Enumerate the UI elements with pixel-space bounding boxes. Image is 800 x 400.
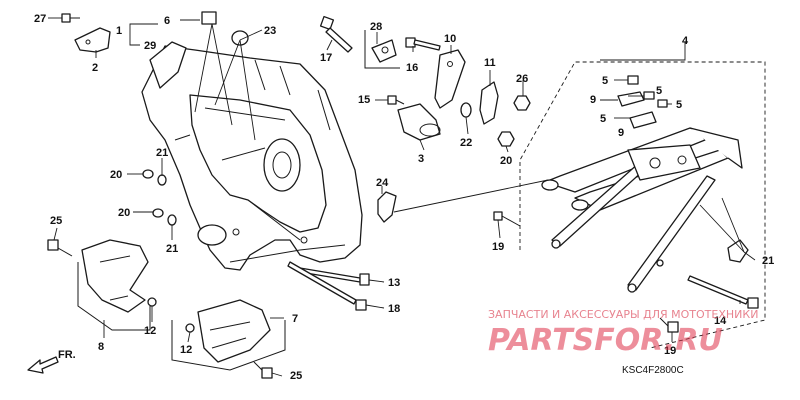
callout-20-right: 20 — [500, 155, 512, 167]
callout-21-right: 21 — [762, 255, 774, 267]
bolt-15 — [387, 95, 405, 105]
callout-23: 23 — [264, 25, 276, 37]
callout-17: 17 — [320, 52, 332, 64]
callout-11: 11 — [484, 57, 496, 69]
callout-21a: 21 — [156, 147, 168, 159]
pad-6 — [201, 11, 217, 25]
bracket-3 — [397, 103, 441, 141]
front-direction-arrow: FR. — [27, 349, 76, 374]
bolt-27 — [61, 13, 80, 23]
bolt-19-bottom — [659, 317, 679, 333]
bolt-25-lower — [253, 361, 273, 379]
callout-9b: 9 — [618, 127, 624, 139]
callout-2: 2 — [92, 62, 98, 74]
callout-15: 15 — [358, 94, 370, 106]
callout-9a: 9 — [590, 94, 596, 106]
bolt-17 — [319, 15, 353, 53]
diagram-code: KSC4F2800C — [622, 365, 684, 376]
callout-13: 13 — [388, 277, 400, 289]
callout-26: 26 — [516, 73, 528, 85]
callout-labels: 27 1 6 29 23 2 17 28 16 10 11 26 4 5 5 9… — [34, 13, 774, 382]
clip-5b — [643, 91, 655, 100]
washer-21a — [157, 174, 167, 186]
main-frame — [141, 41, 363, 271]
clip-9a — [617, 91, 645, 107]
callout-12b: 12 — [180, 344, 192, 356]
callout-3: 3 — [418, 153, 424, 165]
callout-21b: 21 — [166, 243, 178, 255]
callout-6: 6 — [164, 15, 170, 27]
bolt-19-mid — [493, 211, 521, 227]
front-direction-label: FR. — [58, 349, 76, 361]
callout-20a: 20 — [110, 169, 122, 181]
callout-27: 27 — [34, 13, 46, 25]
callout-1: 1 — [116, 25, 122, 37]
bolt-16 — [405, 37, 441, 51]
bolt-18 — [287, 261, 367, 311]
watermark-tagline: ЗАПЧАСТИ И АКСЕССУАРЫ ДЛЯ МОТОТЕХНИКИ — [488, 308, 758, 321]
callout-22: 22 — [460, 137, 472, 149]
leader-lines — [48, 17, 756, 377]
subframe-assembly-outline — [519, 61, 766, 349]
callout-28: 28 — [370, 21, 382, 33]
nut-26 — [513, 95, 531, 111]
collar-12b — [185, 323, 195, 333]
washer-21b — [167, 214, 177, 226]
callout-4: 4 — [682, 35, 689, 47]
bolt-25-upper — [47, 239, 73, 257]
washer-20b — [152, 208, 164, 218]
link-line-24 — [393, 179, 549, 213]
collar-12a — [147, 297, 157, 307]
callout-25-upper: 25 — [50, 215, 62, 227]
bracket-28-box — [364, 30, 400, 69]
washer-22 — [460, 102, 472, 118]
washer-20a — [142, 169, 154, 179]
cap-23 — [231, 30, 249, 46]
watermark-logo: PARTSFOR.RU — [488, 323, 723, 358]
watermark: ЗАПЧАСТИ И АКСЕССУАРЫ ДЛЯ МОТОТЕХНИКИ PA… — [488, 308, 758, 358]
clip-5c — [657, 99, 668, 108]
clip-9b — [629, 111, 657, 129]
clamp-24 — [377, 191, 397, 223]
callout-18: 18 — [388, 303, 400, 315]
bolt-14 — [687, 275, 759, 309]
callout-10: 10 — [444, 33, 456, 45]
clamp-21-right — [727, 239, 749, 263]
callout-19-mid: 19 — [492, 241, 504, 253]
clip-5a — [627, 75, 639, 85]
guard-7 — [171, 299, 286, 371]
callout-29: 29 — [144, 40, 156, 52]
callout-12a: 12 — [144, 325, 156, 337]
callout-25-lower: 25 — [290, 370, 302, 382]
callout-8: 8 — [98, 341, 104, 353]
callout-5c: 5 — [676, 99, 682, 111]
subframe — [541, 127, 743, 293]
callout-19-bottom: 19 — [664, 345, 676, 357]
callout-24: 24 — [376, 177, 389, 189]
callout-5a: 5 — [602, 75, 608, 87]
callout-5b: 5 — [656, 85, 662, 97]
bracket-11 — [479, 81, 499, 125]
guard-8 — [77, 239, 151, 331]
bracket-2 — [74, 27, 111, 53]
callout-14: 14 — [714, 315, 727, 327]
callout-16: 16 — [406, 62, 418, 74]
nut-20-right — [497, 131, 515, 147]
callout-7: 7 — [292, 313, 298, 325]
clamp-28 — [371, 39, 397, 63]
bracket-10 — [434, 49, 466, 109]
callout-5d: 5 — [600, 113, 606, 125]
callout-20b: 20 — [118, 207, 130, 219]
